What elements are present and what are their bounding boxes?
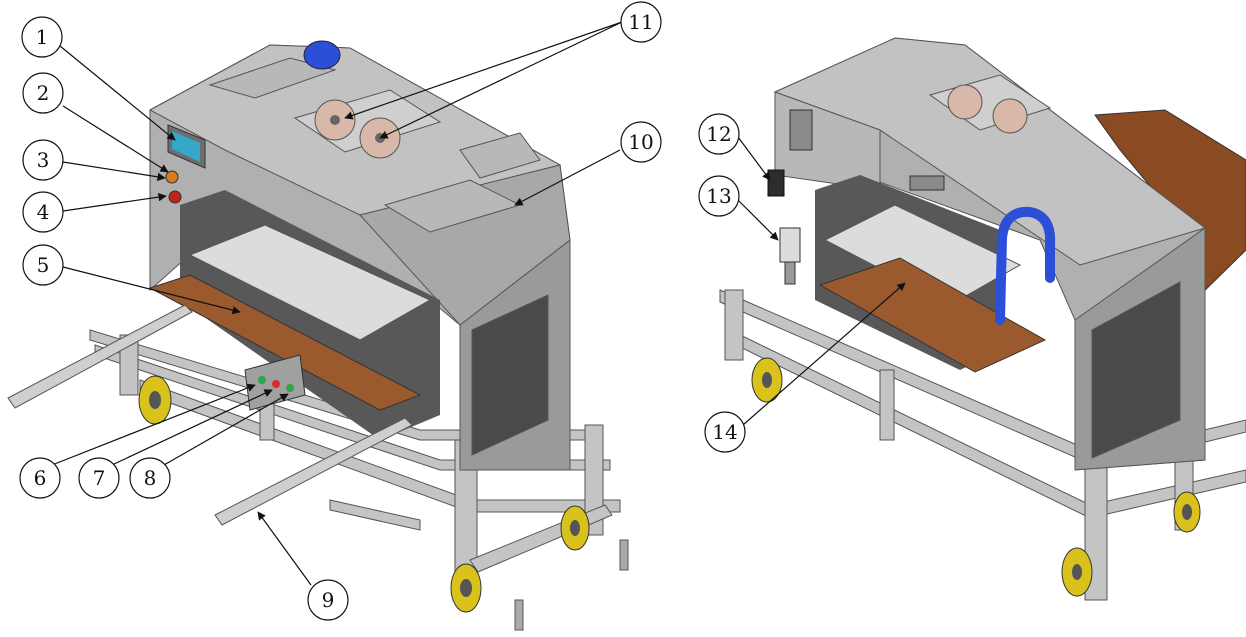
cooling-fans <box>293 89 442 159</box>
switch-button <box>165 170 179 184</box>
callout-7: 7 <box>93 466 106 490</box>
heat-platen-rear <box>818 257 1047 373</box>
air-hose <box>995 206 1056 325</box>
touch-screen <box>167 124 206 169</box>
front-view <box>7 40 629 631</box>
rear-indicator-panel <box>909 175 945 191</box>
callout-2: 2 <box>37 81 50 105</box>
callout-12: 12 <box>706 122 731 146</box>
callout-4: 4 <box>37 200 50 224</box>
callout-11: 11 <box>628 10 653 34</box>
callout-10: 10 <box>628 130 653 154</box>
stop-button <box>168 190 182 204</box>
callout-labels: 1 2 3 4 5 6 7 8 9 10 11 12 13 14 <box>34 10 738 612</box>
loading-rails <box>7 304 413 526</box>
callouts <box>19 1 906 621</box>
blue-roller <box>303 40 341 70</box>
caster-wheels-rear <box>751 357 1201 597</box>
pressure-regulators <box>767 109 813 285</box>
caster-wheels <box>138 375 629 631</box>
callout-3: 3 <box>37 148 50 172</box>
callout-8: 8 <box>144 466 157 490</box>
upper-plate <box>188 224 432 341</box>
heat-platen <box>148 274 422 411</box>
callout-9: 9 <box>322 588 335 612</box>
rear-view <box>719 37 1246 601</box>
callout-13: 13 <box>706 184 731 208</box>
callout-14: 14 <box>712 420 737 444</box>
callout-1: 1 <box>36 25 49 49</box>
callout-5: 5 <box>37 253 50 277</box>
cooling-fans-rear <box>928 74 1052 134</box>
callout-6: 6 <box>34 466 47 490</box>
